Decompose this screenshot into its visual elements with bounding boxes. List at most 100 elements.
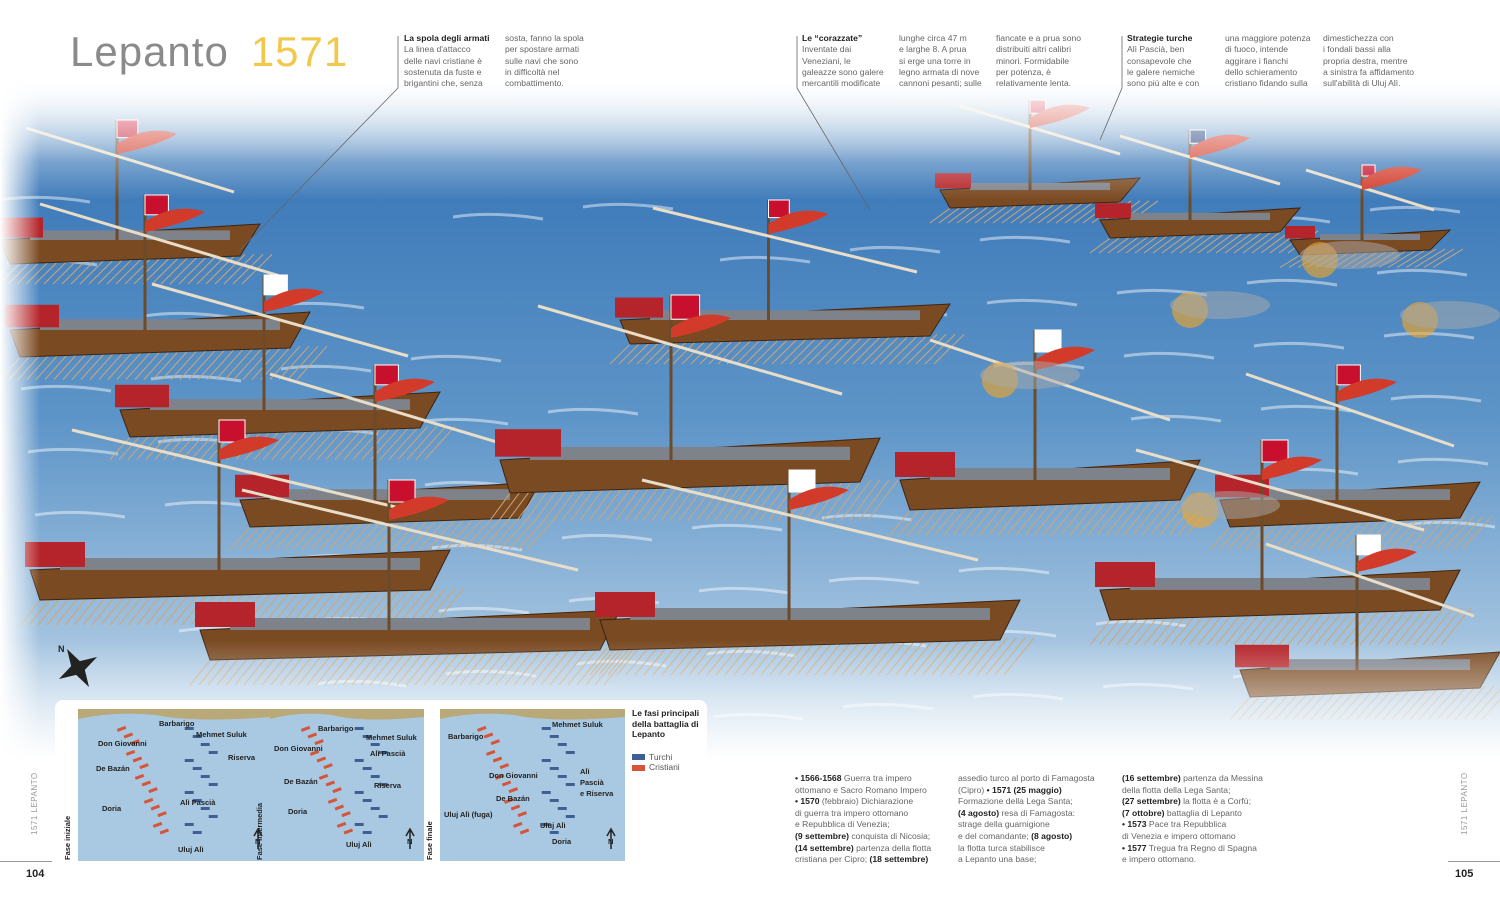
timeline-line: • 1570 (febbraio) Dichiarazione [795, 796, 931, 808]
timeline-line: e impero ottomano. [1122, 854, 1263, 866]
callout-line: sosta, fanno la spola [505, 33, 584, 43]
map-label: Barbarigo [448, 732, 484, 741]
timeline-line: (14 settembre) partenza della flotta [795, 843, 931, 855]
map-drawing [270, 709, 424, 849]
running-head-left: 1571 LEPANTO [30, 772, 39, 835]
map-label: Barbarigo [318, 724, 354, 733]
callout-line: aggirare i fianchi [1225, 55, 1289, 66]
timeline-col-2: assedio turco al porto di Famagosta(Cipr… [958, 773, 1095, 866]
legend-label: Turchi [649, 751, 673, 762]
map-label: Doria [102, 804, 122, 813]
galley [1209, 364, 1493, 550]
timeline-text: cristiana per Cipro; [795, 854, 870, 865]
timeline-text: Pace tra Repubblica [1146, 819, 1227, 830]
timeline-line: e Repubblica di Venezia; [795, 819, 931, 831]
callout-line: brigantini che, senza [404, 78, 483, 89]
timeline-line: a Lepanto una base; [958, 854, 1095, 866]
callout-line: La linea d'attacco [404, 44, 471, 55]
title-year: 1571 [250, 28, 349, 75]
timeline-date: (9 settembre) [795, 830, 849, 841]
timeline-line: (16 settembre) partenza da Messina [1122, 773, 1263, 785]
phase-label: Fase iniziale [63, 815, 72, 860]
timeline-line: della flotta della Lega Santa; [1122, 785, 1263, 797]
legend-item: Turchi [632, 752, 707, 763]
timeline-line: ottomano e Sacro Romano Impero [795, 785, 931, 797]
timeline-line: strage della guarnigione [958, 819, 1095, 831]
map-label: Doria [552, 837, 572, 846]
north-label: N [255, 837, 261, 846]
timeline-line: cristiana per Cipro; (18 settembre) [795, 854, 931, 866]
page-number-right: 105 [1455, 868, 1474, 880]
timeline-text: strage della guarnigione [958, 819, 1050, 830]
smoke-and-splashes [980, 241, 1500, 528]
footer-rule-right [1448, 861, 1500, 862]
north-label: N [608, 837, 614, 846]
timeline-text: Guerra tra impero [841, 773, 912, 783]
timeline-line: (4 agosto) resa di Famagosta: [958, 808, 1095, 820]
galley [889, 329, 1218, 536]
timeline-date: (16 settembre) [1122, 773, 1181, 783]
footer-rule-left [0, 861, 52, 862]
timeline-text: della flotta della Lega Santa; [1122, 784, 1231, 795]
timeline-text: (Cipro) [958, 784, 987, 795]
callout-line: Alì Pascià, ben [1127, 44, 1185, 55]
timeline-text: Formazione della Lega Santa; [958, 796, 1073, 807]
galley [609, 199, 965, 365]
timeline-line: di Venezia e impero ottomano [1122, 831, 1263, 843]
galley [109, 274, 456, 460]
timeline-text: partenza della flotta [853, 842, 932, 853]
phase-label: Fase intermedia [255, 802, 264, 860]
timeline-date: • 1573 [1122, 819, 1147, 830]
timeline-text: battaglia di Lepanto [1164, 807, 1242, 818]
timeline-text: resa di Famagosta: [999, 807, 1076, 818]
callout-line: consapevole che [1127, 55, 1192, 66]
timeline-line: la flotta turca stabilisce [958, 843, 1095, 855]
map-label: Don Giovanni [489, 771, 538, 780]
timeline-line: • 1577 Tregua fra Regno di Spagna [1122, 843, 1263, 855]
legend-title: Le fasi principali della battaglia di Le… [632, 708, 700, 739]
callout-line: i fondali bassi alla [1323, 44, 1391, 55]
timeline-text: e Repubblica di Venezia; [795, 819, 890, 830]
timeline-line: assedio turco al porto di Famagosta [958, 773, 1095, 785]
legend-spacer [632, 740, 707, 752]
timeline-text: assedio turco al porto di Famagosta [958, 773, 1095, 783]
map-label: Uluj Alì [540, 821, 566, 830]
timeline-line: (7 ottobre) battaglia di Lepanto [1122, 808, 1263, 820]
timeline-line: e del comandante; (8 agosto) [958, 831, 1095, 843]
callout-line: propria destra, mentre [1323, 55, 1408, 66]
timeline-text: Tregua fra Regno di Spagna [1146, 842, 1257, 853]
timeline-text: (febbraio) Dichiarazione [819, 796, 914, 807]
callout-line: le galere nemiche [1127, 66, 1195, 77]
north-label: N [407, 837, 413, 846]
map-label: De Bazán [96, 764, 130, 773]
timeline-line: (9 settembre) conquista di Nicosia; [795, 831, 931, 843]
legend-label: Cristiani [649, 762, 680, 772]
timeline-text: e del comandante; [958, 830, 1032, 841]
callout-line: minori. Formidabile [996, 55, 1070, 66]
callout-line: di fuoco, intende [1225, 44, 1289, 55]
compass-rose-icon: N [58, 644, 98, 688]
map-label: Barbarigo [159, 719, 195, 728]
callout-line: e larghe 8. A prua [899, 44, 967, 55]
timeline-date: • 1570 [795, 796, 820, 807]
map-label: Mehmet Suluk [366, 733, 417, 742]
timeline-date: • 1577 [1122, 842, 1147, 853]
map-label: Doria [288, 807, 308, 816]
callout-line: galeazze sono galere [802, 66, 884, 77]
timeline-text: la flotta turca stabilisce [958, 842, 1045, 853]
map-label: Riserva [374, 781, 402, 790]
timeline-line: • 1573 Pace tra Repubblica [1122, 819, 1263, 831]
battle-illustration: N [0, 80, 1500, 760]
map-label: Alì Pascià [370, 749, 406, 758]
